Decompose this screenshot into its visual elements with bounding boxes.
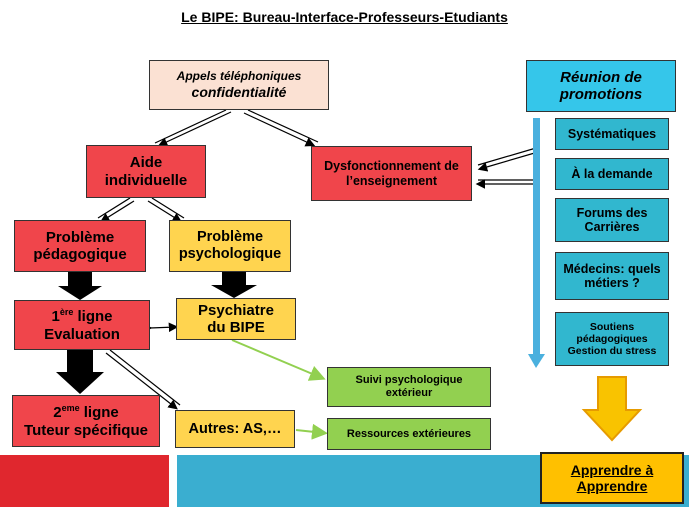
right-item-forums: Forums des Carrières — [555, 198, 669, 242]
node-ressources-exterieures: Ressources extérieures — [327, 418, 491, 450]
reunion-line1: Réunion de — [560, 68, 642, 86]
premiere-sup: ère — [59, 307, 74, 318]
deuxieme-rest: ligne — [79, 404, 119, 422]
right-item-label: Forums des Carrières — [576, 205, 648, 234]
arrow-aide-to-psy — [147, 197, 185, 223]
arrow-1ere-psychiatre — [142, 322, 179, 334]
arrow-aide-to-peda — [97, 197, 135, 223]
right-item-label: Soutiens pédagogiques Gestion du stress — [567, 320, 657, 358]
right-item-label: À la demande — [571, 166, 653, 181]
probleme-psy-line2: psychologique — [178, 246, 282, 262]
deuxieme-ligne-line: 2eme ligne — [53, 403, 119, 421]
apprendre-line1: Apprendre à — [570, 461, 654, 478]
arrow-reunion-to-dysfonctionnement-2 — [475, 179, 536, 189]
arrow-appels-to-dysfonctionnement — [243, 109, 319, 147]
orange-down-arrow — [581, 376, 643, 442]
node-aide-individuelle: Aide individuelle — [86, 145, 206, 198]
bottom-bar-red — [0, 455, 169, 507]
premiere-rest: ligne — [73, 308, 113, 326]
autres-label: Autres: AS,… — [188, 420, 282, 437]
apprendre-line2: Apprendre — [576, 478, 648, 494]
right-item-soutiens: Soutiens pédagogiques Gestion du stress — [555, 312, 669, 366]
evaluation-label: Evaluation — [44, 325, 120, 343]
arrow-appels-to-aide — [154, 109, 232, 147]
node-reunion-promotions: Réunion de promotions — [526, 60, 676, 112]
probleme-peda-line1: Problème — [45, 228, 115, 246]
blue-vertical-arrow — [528, 118, 545, 368]
node-deuxieme-ligne: 2eme ligne Tuteur spécifique — [12, 395, 160, 447]
node-autres: Autres: AS,… — [175, 410, 295, 448]
deuxieme-prefix: 2 — [53, 404, 62, 422]
node-probleme-psychologique: Problème psychologique — [169, 220, 291, 272]
right-item-medecins: Médecins: quels métiers ? — [555, 252, 669, 300]
psychiatre-line2: du BIPE — [207, 319, 265, 336]
arrow-autres-to-ressources — [295, 423, 328, 440]
node-probleme-pedagogique: Problème pédagogique — [14, 220, 146, 272]
thick-arrow-peda-to-1ere — [58, 272, 102, 300]
node-premiere-ligne: 1ère ligne Evaluation — [14, 300, 150, 350]
suivi-label: Suivi psychologique extérieur — [355, 374, 463, 399]
right-item-label: Systématiques — [567, 126, 657, 141]
premiere-prefix: 1 — [51, 308, 60, 326]
arrow-psychiatre-to-suivi — [231, 339, 326, 381]
reunion-line2: promotions — [559, 86, 643, 103]
premiere-ligne-line: 1ère ligne — [51, 307, 112, 325]
appels-line1: Appels téléphoniques — [176, 69, 302, 84]
page-title: Le BIPE: Bureau-Interface-Professeurs-Et… — [181, 9, 508, 25]
node-apprendre: Apprendre à Apprendre — [540, 452, 684, 504]
arrow-reunion-to-dysfonctionnement-1 — [477, 147, 539, 172]
aide-line1: Aide — [129, 154, 163, 172]
node-psychiatre: Psychiatre du BIPE — [176, 298, 296, 340]
node-suivi-psychologique: Suivi psychologique extérieur — [327, 367, 491, 407]
node-dysfonctionnement: Dysfonctionnement de l’enseignement — [311, 146, 472, 201]
node-appels-telephoniques: Appels téléphoniques confidentialité — [149, 60, 329, 110]
thick-arrow-psy-to-psychiatre — [211, 272, 257, 298]
right-item-label: Médecins: quels métiers ? — [563, 261, 661, 290]
psychiatre-line1: Psychiatre — [198, 301, 274, 319]
dysfonctionnement-label: Dysfonctionnement de l’enseignement — [324, 159, 459, 188]
probleme-psy-line1: Problème — [196, 229, 264, 246]
aide-line2: individuelle — [104, 171, 188, 189]
appels-line2: confidentialité — [191, 83, 287, 100]
thick-arrow-1ere-to-2eme — [56, 350, 104, 394]
right-item-a-la-demande: À la demande — [555, 158, 669, 190]
probleme-peda-line2: pédagogique — [33, 246, 127, 263]
right-item-systematiques: Systématiques — [555, 118, 669, 150]
ressources-label: Ressources extérieures — [346, 427, 472, 440]
tuteur-label: Tuteur spécifique — [24, 421, 148, 439]
deuxieme-sup: eme — [61, 403, 80, 414]
